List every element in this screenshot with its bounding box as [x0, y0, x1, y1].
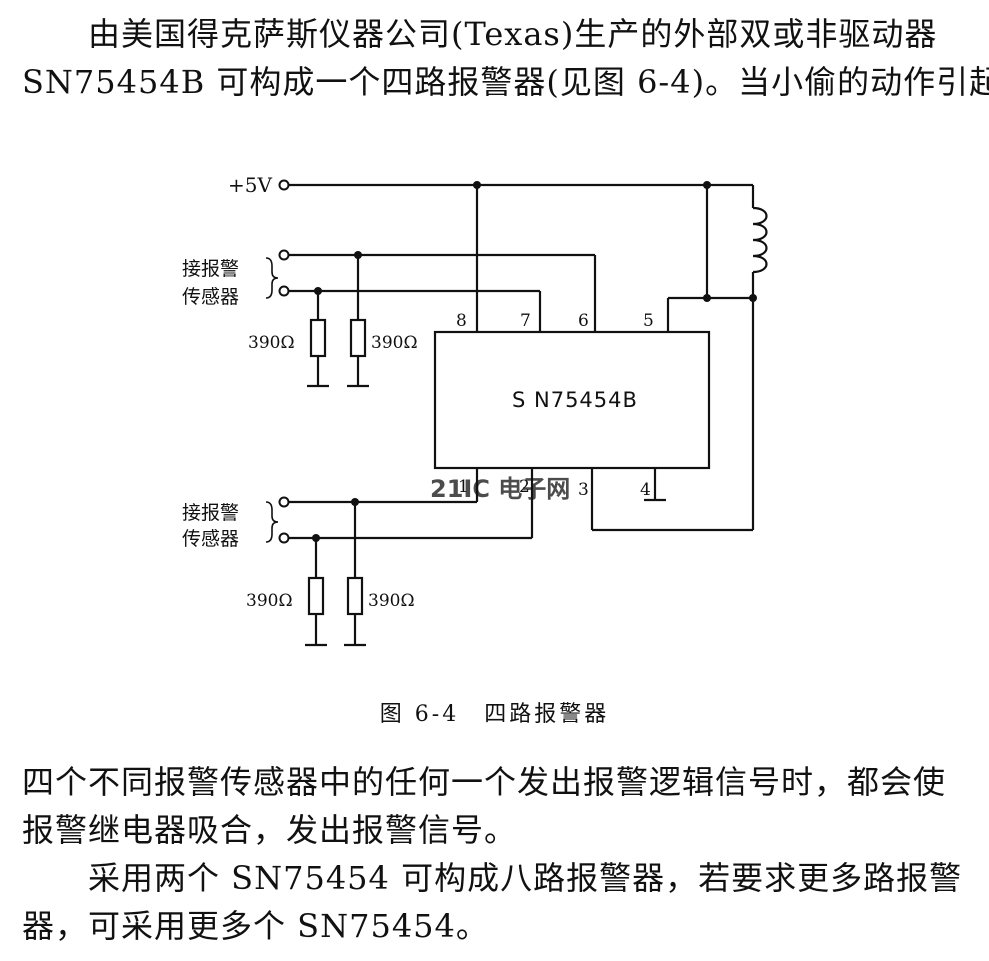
- sensor-label: 接报警: [182, 502, 239, 524]
- sensor-label: 接报警: [182, 258, 239, 280]
- text-line: 报警继电器吸合，发出报警信号。: [22, 811, 518, 849]
- alarm-circuit-diagram: +5V 接报警 传感器 接报警 传感器 390Ω 390Ω 390Ω 390Ω …: [182, 173, 768, 647]
- sensor-label: 传感器: [182, 286, 239, 308]
- text-line: 四个不同报警传感器中的任何一个发出报警逻辑信号时，都会使: [22, 763, 947, 801]
- resistor-label: 390Ω: [248, 333, 295, 353]
- supply-label: +5V: [228, 173, 272, 197]
- resistor-label: 390Ω: [246, 591, 293, 611]
- resistor-label: 390Ω: [371, 333, 418, 353]
- pin-number: 1: [458, 477, 469, 497]
- pin-number: 2: [519, 477, 530, 497]
- text-line: 采用两个 SN75454 可构成八路报警器，若要求更多路报警: [22, 859, 963, 897]
- pin-number: 4: [640, 480, 651, 500]
- resistor-label: 390Ω: [368, 591, 415, 611]
- pin-number: 5: [643, 311, 654, 331]
- sensor-terminal: [278, 532, 290, 544]
- sensor-terminal: [278, 249, 290, 261]
- ic-label: S N75454B: [512, 388, 638, 412]
- text-line: SN75454B 可构成一个四路报警器(见图 6-4)。当小偷的动作引起: [22, 63, 989, 101]
- sensor-terminal: [278, 496, 290, 508]
- pin-number: 8: [456, 311, 467, 331]
- sensor-label: 传感器: [182, 528, 239, 550]
- pin-number: 3: [578, 480, 589, 500]
- supply-terminal: [278, 179, 290, 191]
- pin-number: 6: [578, 311, 589, 331]
- intro-paragraph: 由美国得克萨斯仪器公司(Texas)生产的外部双或非驱动器 SN75454B 可…: [22, 10, 989, 106]
- watermark-logo: 21IC 电子网: [430, 475, 570, 503]
- sensor-terminal: [278, 285, 290, 297]
- figure-caption: 图 6-4 四路报警器: [379, 702, 610, 727]
- pin-number: 7: [520, 311, 531, 331]
- body-paragraph: 四个不同报警传感器中的任何一个发出报警逻辑信号时，都会使 报警继电器吸合，发出报…: [22, 758, 972, 950]
- text-line: 由美国得克萨斯仪器公司(Texas)生产的外部双或非驱动器: [22, 15, 938, 53]
- text-line: 器，可采用更多个 SN75454。: [22, 907, 489, 945]
